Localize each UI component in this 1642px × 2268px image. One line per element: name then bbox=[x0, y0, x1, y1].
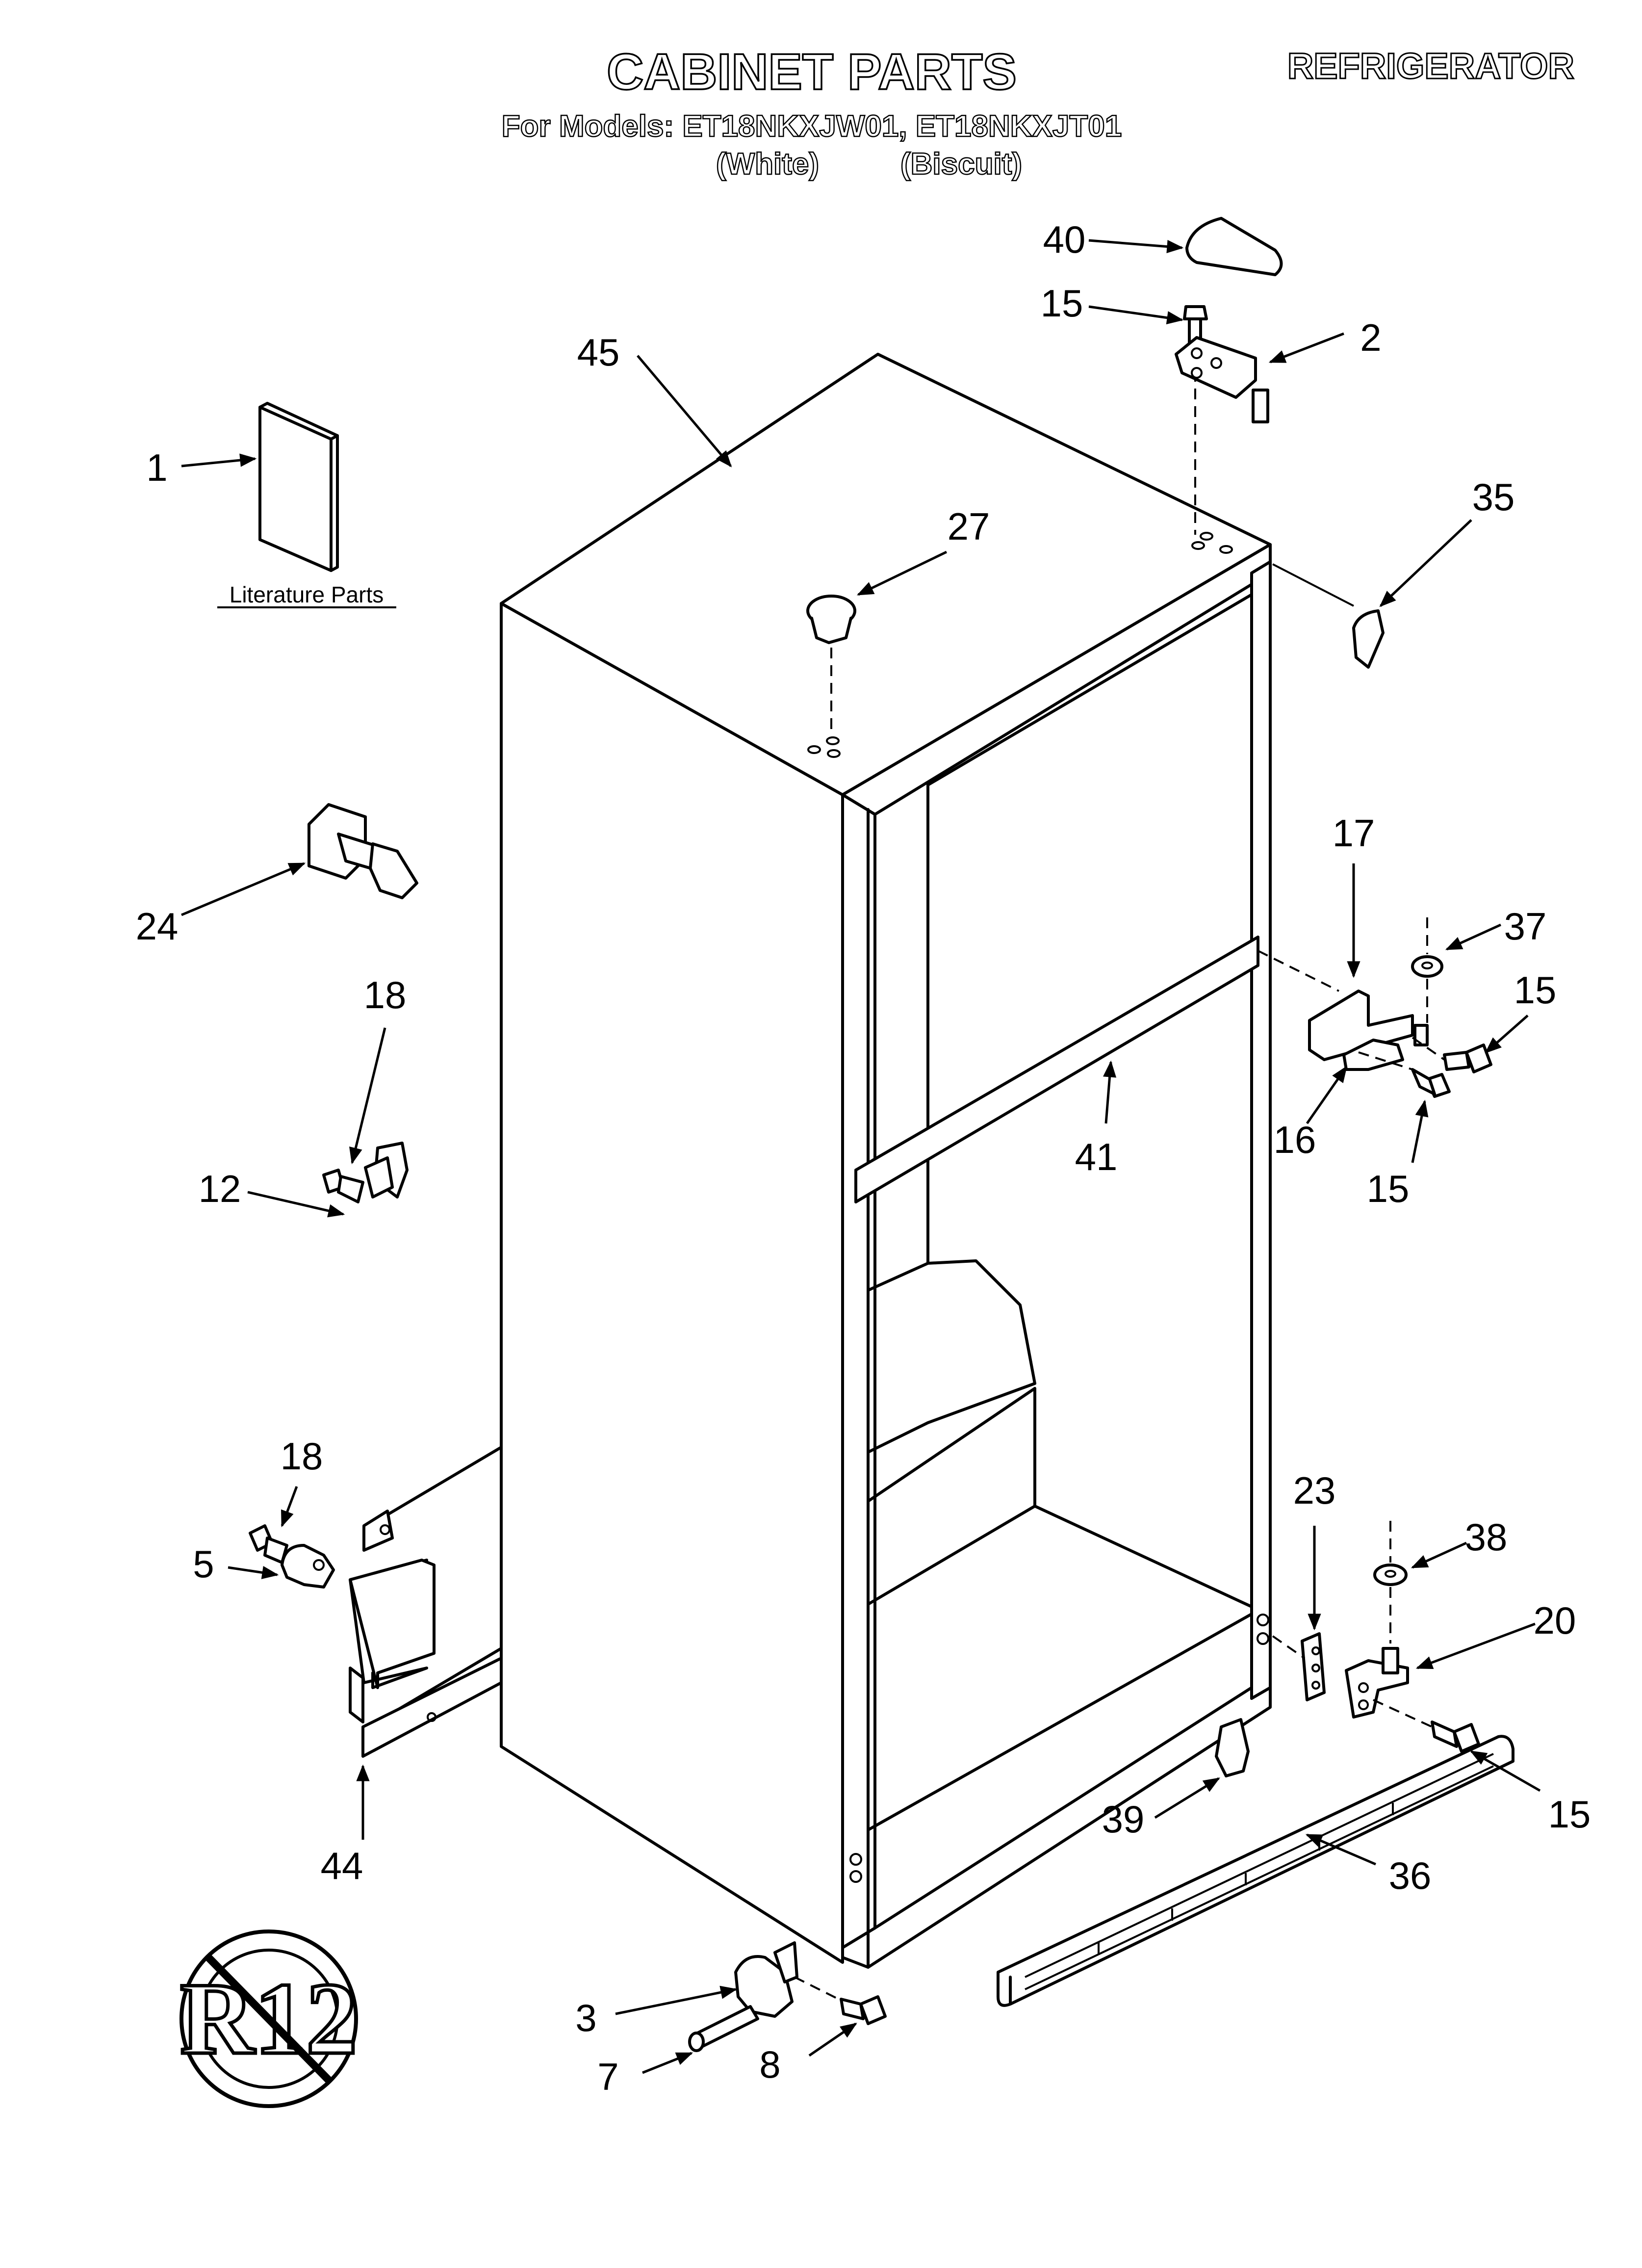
pin-7 bbox=[688, 2005, 759, 2052]
appliance-type: REFRIGERATOR bbox=[1287, 46, 1574, 86]
callout-37: 37 bbox=[1504, 905, 1547, 948]
models-line: For Models: ET18NKXJW01, ET18NKXJT01 bbox=[502, 109, 1122, 143]
callout-3: 3 bbox=[575, 1996, 596, 2039]
callout-45: 45 bbox=[577, 331, 620, 374]
callout-12: 12 bbox=[199, 1167, 241, 1210]
hinge-shim-23 bbox=[1301, 1632, 1326, 1701]
screw-15-upper-lower bbox=[1411, 1068, 1451, 1098]
callout-15-lower-right: 15 bbox=[1548, 1793, 1591, 1836]
no-r12-symbol: R12 bbox=[179, 1929, 359, 2108]
callout-38: 38 bbox=[1465, 1515, 1508, 1559]
callout-8: 8 bbox=[759, 2043, 780, 2086]
page-title: CABINET PARTS bbox=[607, 44, 1017, 101]
leader-lines bbox=[181, 239, 1541, 2074]
callout-23: 23 bbox=[1293, 1469, 1336, 1512]
screw-18-lower bbox=[249, 1524, 288, 1564]
hinge-pin-cover-35 bbox=[1352, 609, 1385, 669]
callout-15-top: 15 bbox=[1041, 282, 1083, 325]
callout-16: 16 bbox=[1274, 1118, 1316, 1161]
washer-37 bbox=[1411, 955, 1443, 978]
hinge-cover-40 bbox=[1185, 217, 1283, 276]
callout-18-upper: 18 bbox=[364, 973, 407, 1017]
divider-rail-41 bbox=[854, 936, 1339, 1203]
screw-8 bbox=[840, 1995, 887, 2025]
literature-label: Literature Parts bbox=[230, 582, 384, 607]
variant-biscuit: (Biscuit) bbox=[900, 147, 1022, 181]
callout-7: 7 bbox=[597, 2055, 618, 2098]
clip-39 bbox=[1215, 1718, 1250, 1777]
callout-15-upper-right: 15 bbox=[1514, 968, 1557, 1012]
callout-15-upper-lower: 15 bbox=[1367, 1167, 1410, 1210]
callout-36: 36 bbox=[1389, 1854, 1432, 1897]
plug-27 bbox=[806, 595, 856, 644]
callout-44: 44 bbox=[321, 1844, 363, 1887]
screw-18-upper bbox=[322, 1169, 364, 1203]
screw-15-upper-right bbox=[1443, 1043, 1492, 1073]
callout-39: 39 bbox=[1102, 1798, 1145, 1841]
lower-hinge-20 bbox=[1345, 1647, 1409, 1719]
part-24 bbox=[308, 803, 418, 899]
callout-35: 35 bbox=[1472, 475, 1515, 519]
panel-44 bbox=[349, 1446, 503, 1758]
center-hinge-16 bbox=[1342, 1024, 1429, 1071]
washer-38 bbox=[1373, 1564, 1408, 1586]
callout-2: 2 bbox=[1360, 316, 1381, 359]
callout-24: 24 bbox=[136, 905, 179, 948]
hinge-3 bbox=[734, 1941, 798, 2018]
cabinet-45 bbox=[500, 353, 1272, 1969]
literature-parts-1 bbox=[258, 402, 339, 572]
callout-1: 1 bbox=[146, 446, 167, 489]
callout-labels: 45 1 40 15 2 27 35 24 18 12 17 37 15 16 … bbox=[136, 218, 1591, 2098]
screw-15-lower-right bbox=[1431, 1721, 1480, 1753]
callout-27: 27 bbox=[948, 505, 990, 548]
clamp-5 bbox=[281, 1544, 335, 1589]
callout-40: 40 bbox=[1043, 218, 1086, 261]
variant-white: (White) bbox=[716, 147, 819, 181]
top-hinge-2 bbox=[1175, 336, 1269, 423]
callout-20: 20 bbox=[1534, 1599, 1576, 1642]
callout-41: 41 bbox=[1075, 1135, 1118, 1178]
r12-text: R12 bbox=[180, 1962, 358, 2076]
grille-36 bbox=[997, 1735, 1514, 2007]
callout-5: 5 bbox=[193, 1542, 214, 1586]
callout-17: 17 bbox=[1333, 811, 1375, 855]
center-hinge-17 bbox=[1308, 990, 1414, 1061]
callout-18-lower: 18 bbox=[281, 1434, 323, 1478]
bracket-12 bbox=[364, 1142, 409, 1199]
footer-litho: 11–00 Litho In U.S.A. (cre) bbox=[56, 2193, 382, 2222]
